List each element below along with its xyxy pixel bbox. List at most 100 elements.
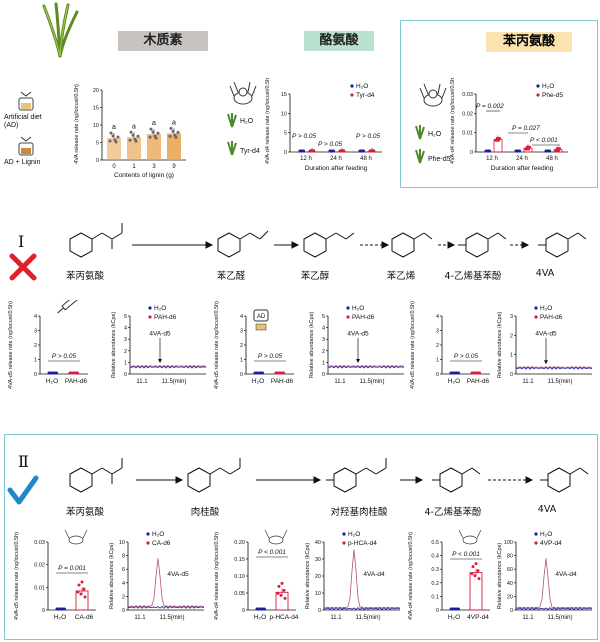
legend-h2o-label: H₂O (542, 83, 554, 90)
y-axis-label: 4VA-d5 release rate (ng/locust/0.5h) (8, 301, 14, 389)
compound-name: 苯乙醛 (216, 271, 246, 282)
y-tick-label: 100 (504, 540, 513, 546)
syringe-icon (57, 300, 82, 314)
y-tick-label: 80 (507, 554, 513, 560)
y-axis-label: Relative abundance (kCps) (305, 543, 311, 610)
y-tick-label: 1 (34, 358, 37, 364)
tyr-d4-label: Tyr-d4 (240, 148, 260, 155)
y-tick-label: 0.03 (34, 540, 45, 546)
y-axis-label: Relative abundance (kCps) (111, 312, 117, 379)
check-mark-icon (7, 475, 39, 505)
pathway-2-panel (4, 434, 598, 640)
y-tick-label: 5 (284, 131, 287, 137)
cinnamic-acid-ring (187, 467, 211, 493)
phe-h2o-label: H₂O (428, 131, 442, 138)
y-tick-label: 2 (510, 333, 513, 339)
legend-h2o-marker (534, 532, 538, 536)
y-tick-label: 3 (240, 329, 243, 335)
compound-name: 4VA (537, 504, 557, 515)
y-tick-label: 10 (119, 540, 125, 546)
y-tick-label: 0 (96, 158, 99, 164)
x-tick-label: 12 h (300, 156, 312, 162)
x-tick-label: 11.1 (136, 379, 148, 385)
label-trace (323, 549, 401, 609)
x-tick-label: 11.5(min) (160, 615, 185, 621)
y-tick-label: 2 (124, 349, 127, 355)
label-point (276, 591, 280, 595)
label-trace (327, 364, 405, 368)
y-axis-label: Relative abundance (kCps) (109, 543, 115, 610)
y-tick-label: 3 (510, 314, 513, 320)
y-tick-label: 0.01 (34, 585, 45, 591)
significance-letter: a (172, 119, 176, 126)
vinylphenol-ring-2 (439, 467, 463, 493)
label-point (476, 569, 480, 573)
lignin-header: 木质素 (118, 31, 208, 51)
label-point (528, 145, 532, 149)
legend-h2o-marker (148, 306, 152, 310)
peak-label: 4VA-d5 (535, 331, 557, 338)
lignin-point (131, 133, 135, 137)
label-point (473, 574, 477, 578)
label-trace (127, 558, 205, 608)
lignin-point (109, 131, 113, 135)
label-trace (515, 366, 593, 369)
phenylacetaldehyde-ring (217, 232, 241, 258)
y-tick-label: 20 (315, 574, 321, 580)
y-tick-label: 2 (240, 343, 243, 349)
grass-icon (42, 2, 79, 58)
legend-label-text: PAH-d6 (540, 314, 563, 321)
h2o-point (63, 607, 66, 611)
y-tick-label: 1 (436, 358, 439, 364)
p-value-text: P > 0.05 (292, 133, 317, 140)
4va-ring-2 (547, 467, 571, 493)
vinylphenol-ring (465, 232, 489, 258)
lignin-bar (147, 134, 161, 160)
y-tick-label: 10 (315, 591, 321, 597)
legend-label-text: Tyr-d4 (356, 92, 375, 99)
lignin-bar (107, 137, 121, 160)
x-tick-label: 11.5(min) (360, 379, 385, 385)
x-tick-label: H₂O (448, 614, 460, 621)
legend-h2o-marker (350, 84, 354, 88)
x-tick-label: p-HCA-d4 (270, 614, 299, 621)
legend-label-marker (148, 315, 152, 319)
y-axis-label: Relative abundance (kCps) (497, 543, 503, 610)
y-axis-label: 4VA release rate (ng/locust/0.5h) (74, 84, 80, 164)
peak-label: 4VA-d5 (149, 331, 171, 338)
legend-h2o-label: H₂O (356, 83, 368, 90)
y-tick-label: 0 (436, 372, 439, 378)
pathway-2-structures (69, 458, 589, 493)
h2o-point (263, 607, 266, 611)
phe-ring (69, 232, 93, 258)
legend-h2o-marker (346, 306, 350, 310)
x-tick-label: H₂O (448, 378, 460, 385)
label-point (474, 562, 478, 566)
lignin-point (128, 138, 132, 142)
y-tick-label: 0 (124, 372, 127, 378)
legend-h2o-label: H₂O (540, 305, 552, 312)
y-tick-label: 3 (124, 337, 127, 343)
y-tick-label: 1 (124, 360, 127, 366)
tyr-d4-leaf-icon (227, 141, 237, 156)
legend-label-text: p-HCA-d4 (348, 540, 377, 547)
legend-label-text: PAH-d6 (352, 314, 375, 321)
4va-ring (545, 232, 569, 258)
y-axis-label: 4VA-d4 release rate (ng/locust/0.5h) (265, 78, 271, 164)
y-tick-label: 3 (322, 337, 325, 343)
significance-letter: a (112, 124, 116, 131)
phe-panel (400, 20, 598, 188)
h2o-point (55, 371, 58, 375)
y-tick-label: 10 (281, 111, 287, 117)
x-tick-label: 12 h (486, 156, 498, 162)
locust-icon (268, 535, 284, 545)
x-tick-label: H₂O (46, 378, 58, 385)
label-point (77, 583, 81, 587)
lignin-point (173, 133, 177, 137)
h2o-trace (327, 365, 405, 369)
